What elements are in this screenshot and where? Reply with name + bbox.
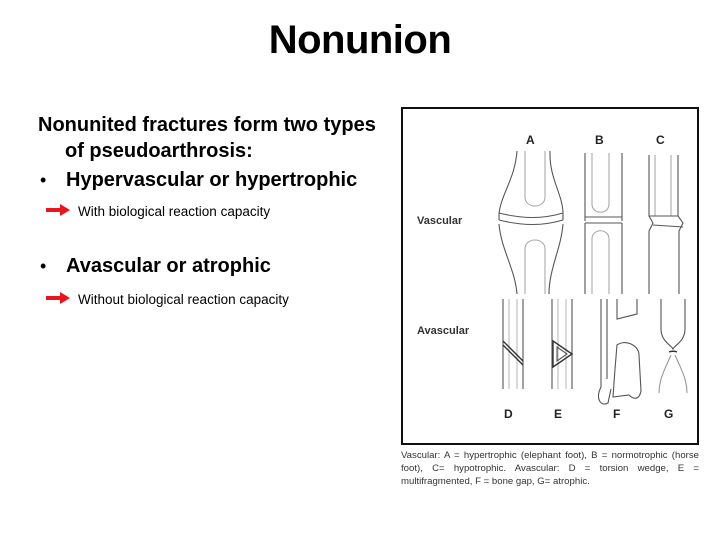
slide-body: Nonunited fractures form two types of ps…: [38, 112, 388, 309]
pseudoarthrosis-figure: Vascular Avascular A B C D E F G: [401, 107, 699, 445]
row-label-avascular: Avascular: [417, 325, 470, 337]
lead-text: Nonunited fractures form two types of ps…: [38, 114, 376, 162]
letter-d: D: [504, 407, 513, 421]
bone-c-hypotrophic: [648, 155, 684, 294]
sub-item-with-capacity: With biological reaction capacity: [38, 203, 388, 221]
letter-g: G: [664, 407, 674, 421]
bone-a-hypertrophic: [498, 150, 564, 295]
bullet-dot: •: [40, 170, 47, 190]
bone-e-multifragmented: [551, 299, 574, 389]
bullet-label: Hypervascular or hypertrophic: [66, 169, 358, 191]
bone-illustrations: [498, 150, 688, 405]
red-arrow-icon: [46, 204, 70, 216]
letter-c: C: [656, 133, 665, 147]
letter-f: F: [613, 407, 621, 421]
bone-f-bone-gap: [598, 299, 642, 405]
bullet-label: Avascular or atrophic: [66, 255, 271, 277]
bullet-atrophic: • Avascular or atrophic: [38, 253, 388, 279]
slide-title: Nonunion: [268, 18, 452, 62]
letter-e: E: [554, 407, 563, 421]
bullet-hypertrophic: • Hypervascular or hypertrophic: [38, 167, 388, 193]
bone-d-torsion-wedge: [502, 299, 524, 389]
letter-b: B: [595, 133, 604, 147]
sub-item-without-capacity: Without biological reaction capacity: [38, 291, 388, 309]
bone-g-atrophic: [658, 299, 688, 394]
bone-b-normotrophic: [584, 153, 623, 294]
sub-item-text: With biological reaction capacity: [78, 204, 271, 219]
letter-a: A: [526, 133, 535, 147]
bullet-dot: •: [40, 256, 47, 276]
sub-item-text: Without biological reaction capacity: [78, 292, 289, 307]
row-label-vascular: Vascular: [417, 215, 463, 227]
figure-caption: Vascular: A = hypertrophic (elephant foo…: [401, 450, 699, 487]
red-arrow-icon: [46, 292, 70, 304]
